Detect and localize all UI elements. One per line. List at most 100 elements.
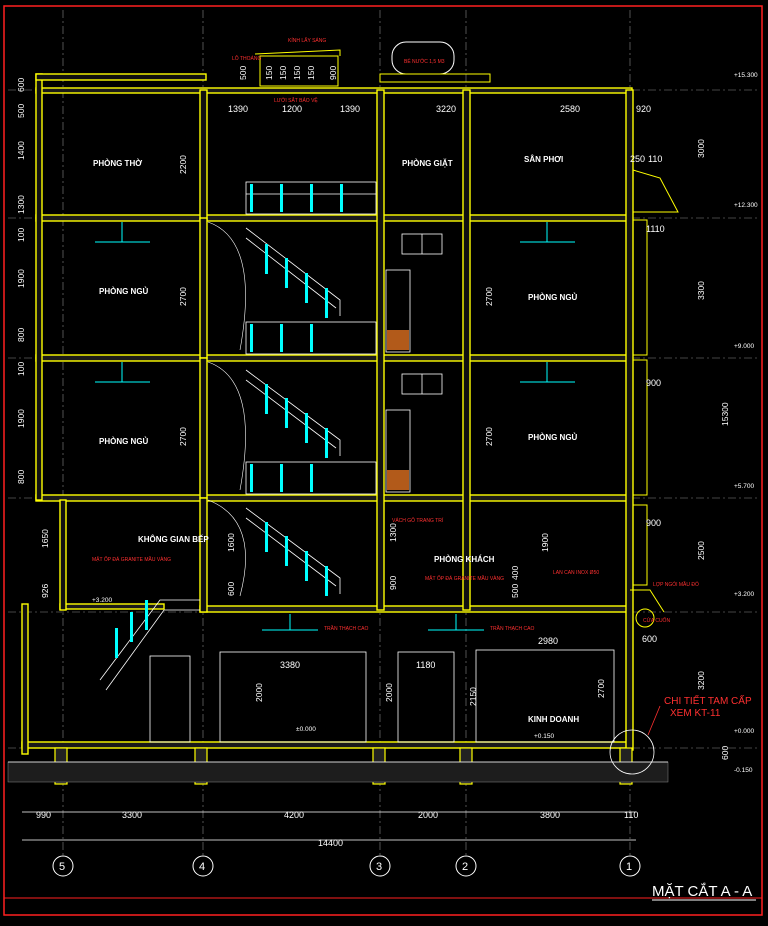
dim-top-920: 920	[636, 104, 651, 114]
dim-left-800a: 800	[16, 328, 26, 342]
dim-h-1900: 1900	[540, 533, 550, 552]
dim-left-1900b: 1900	[16, 409, 26, 428]
dim-1180: 1180	[416, 660, 435, 670]
note-water-tank: BỂ NƯỚC 1,5 M3	[404, 58, 445, 65]
dim-top-3220: 3220	[436, 104, 456, 114]
dim-parapet-900: 900	[328, 66, 338, 80]
dim-900-lower: 900	[646, 518, 661, 528]
level-9000: +9.000	[734, 343, 754, 350]
grid-axis-5: 5	[59, 861, 65, 873]
note-roof-tile: LỢP NGÓI MẦU ĐỎ	[653, 581, 699, 588]
grid-axis-1: 1	[626, 861, 632, 873]
room-phong-giat: PHÒNG GIẶT	[402, 159, 453, 168]
dim-parapet-150c: 150	[292, 66, 302, 80]
dim-110: 110	[624, 810, 638, 820]
dim-parapet-150d: 150	[306, 66, 316, 80]
dim-4200: 4200	[284, 810, 304, 820]
bottom-dim-lines	[22, 811, 636, 841]
skylight-box	[259, 55, 339, 87]
room-kitchen: KHÔNG GIAN BẾP	[138, 534, 209, 544]
dim-h-1300: 1300	[388, 523, 398, 542]
room-business: KINH DOANH	[528, 715, 579, 724]
level-3200-right: +3.200	[734, 591, 754, 598]
facade-details	[630, 169, 679, 628]
dim-left-926: 926	[40, 584, 50, 598]
grid-axis-4: 4	[199, 861, 205, 873]
dim-right-2500: 2500	[696, 541, 706, 560]
room-bedroom-3-right: PHÒNG NGỦ	[528, 293, 578, 302]
note-kitchen-granite: MẶT ỐP ĐÁ GRANITE MẦU VÀNG	[92, 556, 171, 563]
room-bedroom-3-left: PHÒNG NGỦ	[99, 287, 149, 296]
dim-3800: 3800	[540, 810, 560, 820]
drawing-title: MẶT CẮT A - A	[652, 882, 752, 900]
dim-left-100a: 100	[16, 228, 26, 242]
level-minus-0150: -0.150	[734, 767, 753, 774]
dim-900-upper: 900	[646, 378, 661, 388]
note-vent: LỖ THOÁNG	[232, 55, 261, 62]
dim-left-100b: 100	[16, 362, 26, 376]
dim-right-3200: 3200	[696, 671, 706, 690]
dim-right-15300: 15300	[720, 402, 730, 426]
door-panel-2	[387, 470, 409, 490]
dim-left-1650: 1650	[40, 529, 50, 548]
dim-top-1390a: 1390	[228, 104, 248, 114]
dim-h-2700a: 2700	[178, 287, 188, 306]
grid-axis-2: 2	[462, 861, 468, 873]
dim-h-2700d: 2700	[484, 427, 494, 446]
dim-2980: 2980	[538, 636, 558, 646]
ground-fill	[7, 761, 669, 783]
note-see-sheet: XEM KT-11	[670, 708, 721, 719]
dim-right-3000: 3000	[696, 139, 706, 158]
level-12300: +12.300	[734, 202, 758, 209]
dim-parapet-500: 500	[238, 66, 248, 80]
water-tank	[391, 41, 455, 75]
grid-axis-3: 3	[376, 861, 382, 873]
level-5700: +5.700	[734, 483, 754, 490]
ceiling-fans	[95, 222, 575, 631]
dim-3380: 3380	[280, 660, 300, 670]
room-bedroom-2-right: PHÒNG NGỦ	[528, 433, 578, 442]
dim-left-800b: 800	[16, 470, 26, 484]
detail-callout-circle	[609, 729, 655, 775]
room-phong-tho: PHÒNG THỜ	[93, 159, 142, 168]
dim-left-1900a: 1900	[16, 269, 26, 288]
level-3200-left: +3.200	[92, 597, 112, 604]
dim-left-1300: 1300	[16, 195, 26, 214]
dim-top-1200: 1200	[282, 104, 302, 114]
dim-h-2150: 2150	[468, 687, 478, 706]
note-iron-mesh: LƯỚI SẮT BẢO VỆ	[274, 96, 318, 104]
dim-h-2700e: 2700	[596, 679, 606, 698]
dim-600-awning: 600	[642, 634, 657, 644]
note-step-detail: CHI TIẾT TAM CẤP	[664, 694, 752, 707]
floor-slabs	[21, 87, 633, 749]
staircases	[99, 181, 377, 691]
dim-h-2700c: 2700	[484, 287, 494, 306]
dim-h-500: 500	[510, 584, 520, 598]
level-0000-center: ±0.000	[296, 726, 316, 733]
openings	[149, 233, 615, 743]
note-ceiling-1: TRẦN THẠCH CAO	[324, 625, 368, 632]
dim-110-upper: 110	[648, 154, 662, 164]
dim-parapet-150b: 150	[278, 66, 288, 80]
frame-border	[3, 5, 763, 916]
dim-h-1600: 1600	[226, 533, 236, 552]
dim-left-500: 500	[16, 104, 26, 118]
skylight-glass	[254, 49, 341, 56]
room-living: PHÒNG KHÁCH	[434, 555, 495, 564]
room-bedroom-2-left: PHÒNG NGỦ	[99, 437, 149, 446]
dim-h-400: 400	[510, 566, 520, 580]
dim-2000: 2000	[418, 810, 438, 820]
dim-parapet-150a: 150	[264, 66, 274, 80]
dim-right-3300: 3300	[696, 281, 706, 300]
tank-base	[379, 73, 491, 83]
note-railing: LAN CAN INOX Ø50	[553, 570, 599, 576]
note-rolling-door: CỬA CUỐN	[643, 617, 670, 624]
dim-left-1400: 1400	[16, 141, 26, 160]
dim-total-14400: 14400	[318, 838, 343, 848]
level-0000-right: +0.000	[734, 728, 754, 735]
note-living-granite: MẶT ỐP ĐÁ GRANITE MẦU VÀNG	[425, 575, 504, 582]
note-skylight: KÍNH LẤY SÁNG	[288, 37, 326, 44]
dim-top-2580: 2580	[560, 104, 580, 114]
